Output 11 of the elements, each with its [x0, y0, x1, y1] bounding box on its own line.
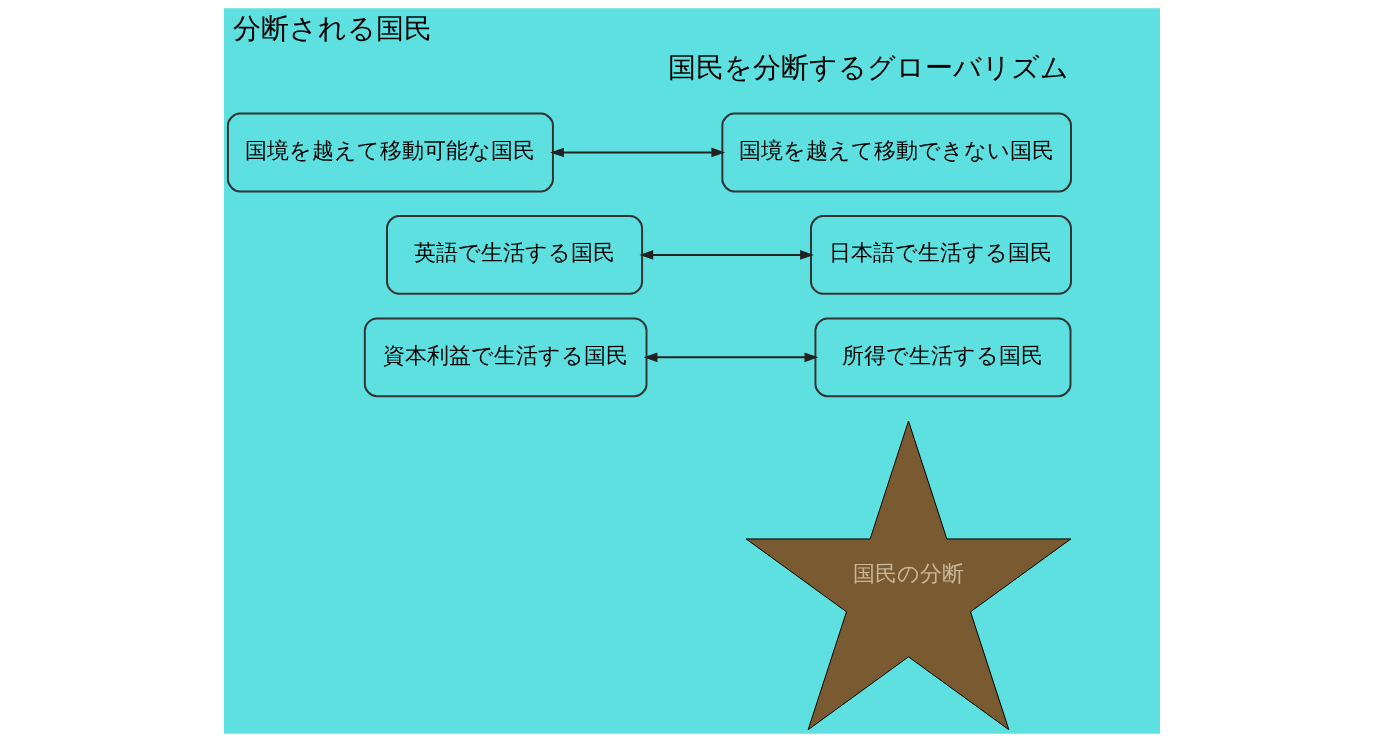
node-box: 所得で生活する国民	[814, 317, 1072, 398]
arrow	[643, 352, 819, 363]
arrow	[639, 250, 814, 260]
node-box: 国境を越えて移動可能な国民	[226, 112, 554, 193]
node-box: 英語で生活する国民	[386, 215, 644, 295]
node-box: 資本利益で生活する国民	[363, 317, 648, 398]
node-box: 日本語で生活する国民	[810, 215, 1072, 295]
label: 国民を分断するグローバリズム	[667, 50, 1069, 84]
node-box: 国境を越えて移動できない国民	[721, 112, 1072, 193]
diagram-title: 分断される国民	[233, 12, 433, 46]
arrow	[550, 147, 726, 158]
